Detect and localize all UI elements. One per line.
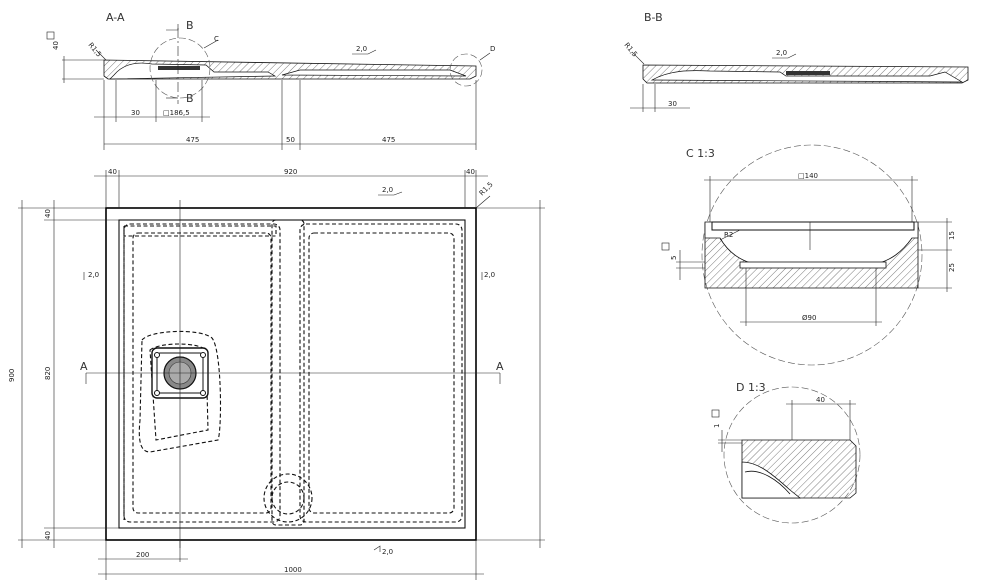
plan-dim-top-40-left: 40 — [108, 168, 117, 176]
section-a-marker-right: A — [496, 360, 504, 373]
plan-view: A A 40 920 40 2,0 R1,5 2,0 2,0 2,0 900 8… — [8, 168, 545, 580]
plan-drain-screw-tr — [200, 352, 206, 358]
detail-c-radius: R2 — [724, 231, 733, 239]
detail-c-dim-90: Ø90 — [802, 314, 816, 322]
detail-c-tolerance-box — [661, 242, 670, 251]
section-aa-tolerance-box — [46, 31, 55, 40]
plan-drain-screw-tl — [154, 352, 160, 358]
section-aa-dim-186: □186,5 — [163, 109, 190, 117]
section-bb-title: B-B — [644, 11, 663, 24]
section-bb-dim-30: 30 — [668, 100, 677, 108]
detail-d-curve — [744, 470, 791, 495]
section-aa-radius: R1,5 — [86, 41, 102, 58]
section-bb-view: B-B R1,5 2,0 30 — [622, 11, 969, 112]
section-bb-radius-leader — [631, 51, 645, 65]
detail-d-boundary — [723, 386, 861, 524]
section-bb-recess — [650, 70, 964, 83]
plan-dim-left-40-bottom: 40 — [44, 531, 52, 540]
section-aa-title: A-A — [106, 11, 125, 24]
detail-c-dim-15: 15 — [948, 231, 956, 240]
plan-dim-1000: 1000 — [284, 566, 302, 574]
plan-drain-recess-outer — [138, 330, 222, 453]
detail-c-grate — [711, 221, 915, 231]
section-b-marker-top: B — [186, 19, 194, 32]
detail-c-marker: C — [214, 35, 219, 43]
detail-d-circle — [449, 53, 483, 87]
plan-dim-900: 900 — [8, 369, 16, 382]
detail-c-dim-5: 5 — [670, 256, 678, 260]
plan-slope-right: 2,0 — [484, 271, 495, 279]
plan-slope-top-arrow — [378, 191, 403, 196]
plan-drain-screw-br — [200, 390, 206, 396]
section-bb-radius: R1,5 — [622, 41, 638, 58]
section-bb-drain — [786, 71, 830, 75]
section-aa-dim-475-right: 475 — [382, 136, 395, 144]
section-aa-recess-right — [281, 69, 467, 77]
plan-slope-left: 2,0 — [88, 271, 99, 279]
section-aa-dim-50: 50 — [286, 136, 295, 144]
detail-c-view: C 1:3 □140 R2 15 25 5 Ø90 — [661, 144, 956, 366]
plan-radius: R1,5 — [478, 180, 495, 197]
detail-c-dim-25: 25 — [948, 263, 956, 272]
plan-slope-bottom-arrow — [373, 545, 381, 552]
section-b-arrow-top — [166, 24, 179, 31]
plan-dim-left-40-top: 40 — [44, 209, 52, 218]
section-aa-drain — [158, 66, 200, 70]
section-bb-slope: 2,0 — [776, 49, 787, 57]
detail-d-view: D 1:3 40 1 — [711, 381, 861, 524]
detail-c-boundary — [701, 144, 923, 366]
plan-foot-circle-inner — [271, 481, 305, 515]
plan-dim-top-40-right: 40 — [466, 168, 475, 176]
section-a-marker-left: A — [80, 360, 88, 373]
plan-channel-center — [271, 219, 305, 526]
section-b-marker-bottom: B — [186, 92, 194, 105]
section-aa-recess — [109, 62, 277, 80]
plan-drain-recess-inner — [149, 343, 209, 441]
section-aa-dim-40: 40 — [52, 41, 60, 50]
section-aa-radius-leader — [95, 49, 107, 61]
section-bb-slope-arrow — [772, 53, 797, 59]
section-aa-slope: 2,0 — [356, 45, 367, 53]
detail-c-dim-140: □140 — [798, 172, 818, 180]
detail-d-dim-1: 1 — [713, 424, 721, 428]
detail-d-tolerance-box — [711, 409, 720, 418]
detail-c-circle — [149, 37, 211, 99]
detail-c-title: C 1:3 — [686, 147, 715, 160]
plan-dim-920: 920 — [284, 168, 297, 176]
plan-slope-top: 2,0 — [382, 186, 393, 194]
detail-c-radius-leader — [719, 229, 741, 241]
detail-c-flange — [739, 261, 887, 269]
plan-radius-leader — [475, 195, 491, 209]
detail-d-marker: D — [490, 45, 495, 53]
detail-d-dim-40: 40 — [816, 396, 825, 404]
section-aa-dim-30: 30 — [131, 109, 140, 117]
plan-drain-screw-bl — [154, 390, 160, 396]
detail-d-title: D 1:3 — [736, 381, 766, 394]
plan-slope-bottom: 2,0 — [382, 548, 393, 556]
section-aa-slope-arrow — [352, 49, 377, 55]
section-aa-dim-475-left: 475 — [186, 136, 199, 144]
plan-dim-200: 200 — [136, 551, 149, 559]
plan-outline — [105, 207, 477, 541]
plan-foot-circle-outer — [263, 473, 313, 523]
detail-c-leader — [203, 39, 219, 49]
detail-d-leader — [479, 52, 491, 61]
plan-dim-820: 820 — [44, 367, 52, 380]
section-aa-view: A-A B B C D R1,5 2,0 40 — [46, 11, 495, 150]
